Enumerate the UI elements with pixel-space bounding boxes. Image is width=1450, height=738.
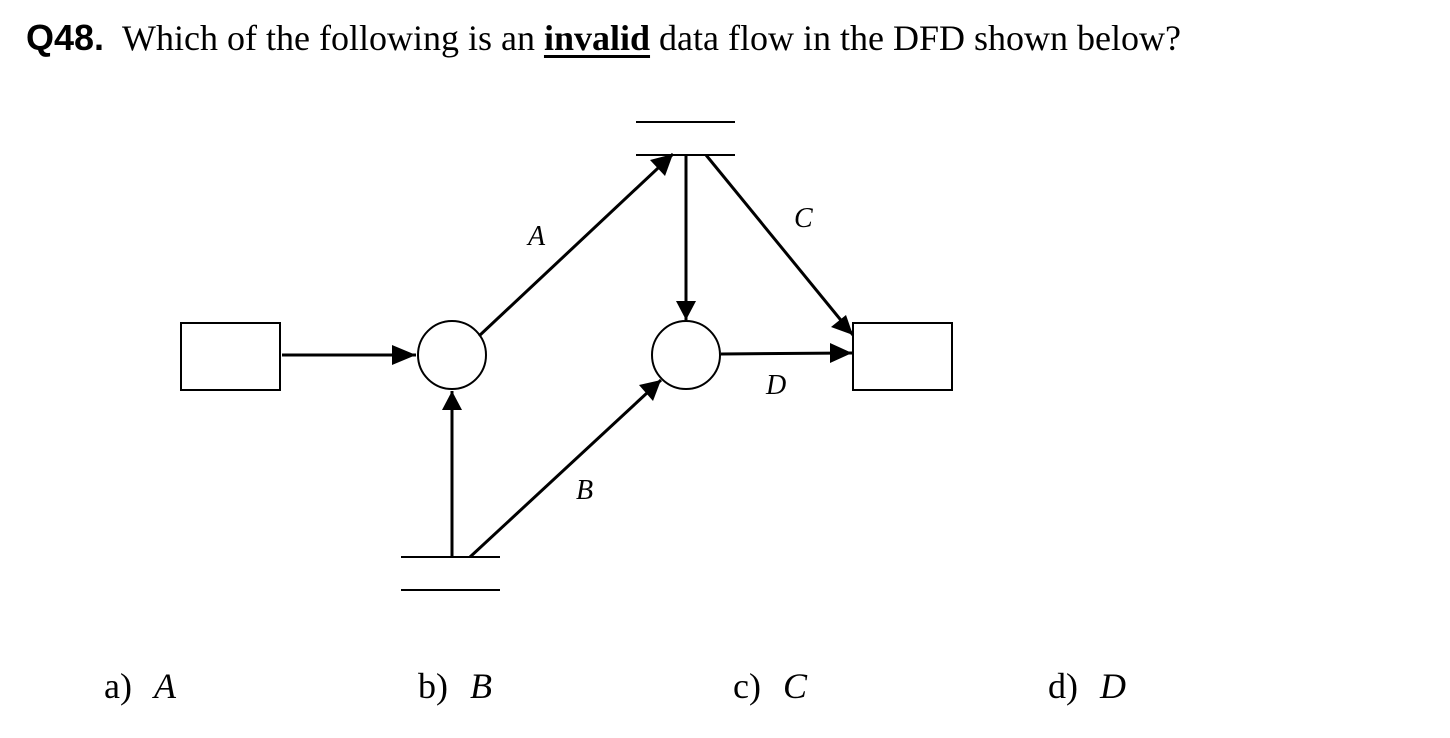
option-a[interactable]: a) A	[104, 662, 176, 710]
flow-entity-to-process	[282, 345, 416, 365]
flow-label-d: D	[765, 370, 786, 401]
flow-c	[704, 154, 855, 336]
option-b-value: B	[470, 666, 492, 706]
option-d-letter: d)	[1048, 666, 1078, 706]
option-c[interactable]: c) C	[733, 662, 807, 710]
flow-label-b: B	[576, 475, 593, 506]
question-emphasis: invalid	[543, 18, 651, 58]
flow-a	[477, 152, 675, 338]
option-b-letter: b)	[418, 666, 448, 706]
flow-b	[468, 378, 663, 559]
option-b[interactable]: b) B	[418, 662, 492, 710]
data-store-bottom	[401, 556, 500, 591]
question-text-before: Which of the following is an	[122, 18, 544, 58]
external-entity-right	[852, 322, 953, 391]
question-prompt: Q48. Which of the following is an invalid…	[26, 14, 1181, 62]
external-entity-left	[180, 322, 281, 391]
flow-label-c: C	[794, 203, 813, 234]
option-c-value: C	[782, 666, 807, 706]
option-a-value: A	[153, 666, 176, 706]
flow-store-to-right-process	[676, 155, 696, 320]
question-number: Q48.	[26, 17, 105, 58]
process-left	[417, 320, 487, 390]
option-d-value: D	[1100, 666, 1126, 706]
process-right	[651, 320, 721, 390]
flow-label-a: A	[526, 221, 546, 252]
option-a-letter: a)	[104, 666, 132, 706]
option-d[interactable]: d) D	[1048, 662, 1126, 710]
question-text-after: data flow in the DFD shown below?	[650, 18, 1181, 58]
flow-d	[720, 343, 853, 363]
option-c-letter: c)	[733, 666, 761, 706]
flow-store-to-process	[442, 391, 462, 557]
data-store-top	[636, 121, 735, 156]
